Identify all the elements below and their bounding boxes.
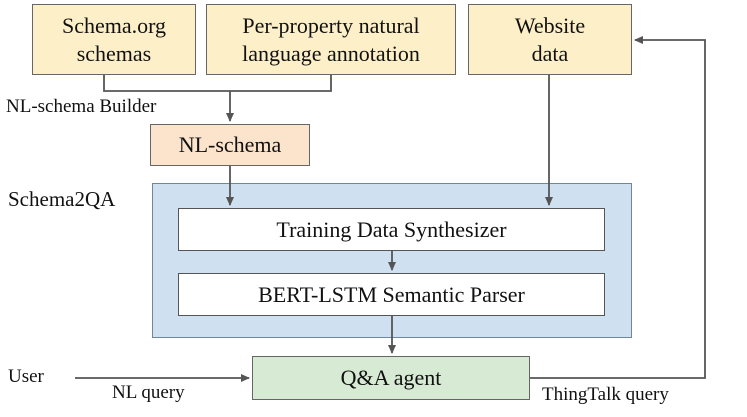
thingtalk-query-label: ThingTalk query	[542, 384, 669, 405]
user-label: User	[8, 366, 44, 387]
qa-agent-box: Q&A agent	[252, 356, 530, 400]
bert-lstm-parser-box: BERT-LSTM Semantic Parser	[178, 273, 605, 316]
arrow-thingtalk-loop	[530, 36, 706, 379]
schema-org-box: Schema.org schemas	[32, 4, 196, 75]
schema2qa-label: Schema2QA	[8, 187, 116, 211]
website-data-box: Website data	[468, 4, 632, 75]
nl-query-label: NL query	[112, 382, 185, 403]
training-data-synthesizer-box: Training Data Synthesizer	[178, 208, 605, 251]
nl-schema-box: NL-schema	[150, 124, 310, 166]
merge-connector	[103, 75, 332, 92]
nl-schema-builder-label: NL-schema Builder	[6, 96, 157, 117]
per-property-annotation-box: Per-property natural language annotation	[206, 4, 456, 75]
